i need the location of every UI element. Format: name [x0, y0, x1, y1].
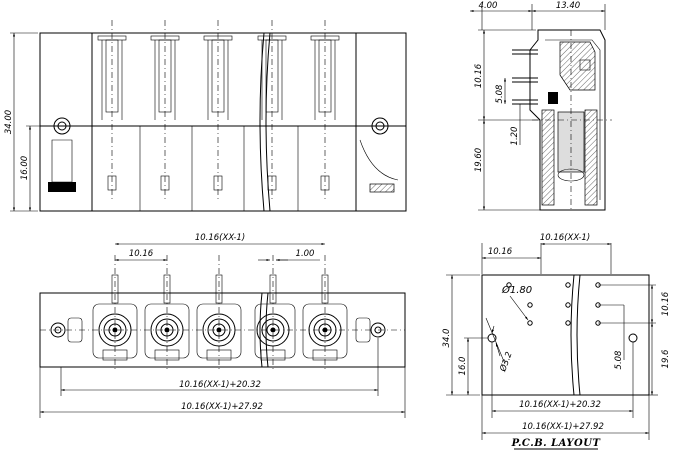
- top-pole-1: [92, 255, 138, 370]
- pcb-hole-dia-label: Ø1.80: [501, 284, 532, 296]
- top-pole-2: [144, 255, 190, 370]
- pcb-right-height-label: 19.6: [661, 349, 671, 369]
- pcb-pitch-total-label: 10.16(XX-1): [540, 233, 590, 243]
- pcb-layout-title: P.C.B. LAYOUT: [511, 438, 602, 449]
- side-pin-offset-label: 1.20: [510, 127, 520, 146]
- side-pin-spacing-label: 5.08: [495, 84, 505, 104]
- pcb-layout: [446, 242, 658, 450]
- pcb-right-offset-label: 5.08: [614, 350, 624, 370]
- top-pole-5: [302, 255, 348, 370]
- top-pole-4: [254, 255, 296, 370]
- top-pole-3: [196, 255, 242, 370]
- pcb-right-row-pitch-label: 10.16: [661, 291, 671, 316]
- top-pitch-label: 10.16: [129, 249, 154, 259]
- pcb-length-inner-label: 10.16(XX-1)+20.32: [519, 400, 601, 410]
- side-width-right-label: 13.40: [556, 1, 580, 11]
- side-width-left-label: 4.00: [479, 1, 498, 11]
- side-body-height-label: 19.60: [474, 148, 484, 172]
- pcb-length-outer-label: 10.16(XX-1)+27.92: [522, 422, 604, 432]
- top-pin-width-label: 1.00: [296, 249, 315, 259]
- side-pin-top-label: 10.16: [474, 63, 484, 88]
- front-height-total-label: 34.00: [4, 110, 14, 134]
- front-poles: [97, 20, 340, 200]
- front-view: [10, 20, 407, 212]
- pcb-pitch-label: 10.16: [488, 247, 513, 257]
- top-length-inner-label: 10.16(XX-1)+20.32: [179, 380, 261, 390]
- top-pitch-total-label: 10.16(XX-1): [195, 233, 245, 243]
- top-view: [39, 242, 406, 418]
- front-height-mount-label: 16.00: [20, 156, 30, 180]
- side-view: [470, 4, 612, 211]
- pcb-height-total-label: 34.0: [442, 329, 452, 348]
- pcb-height-mount-label: 16.0: [458, 357, 468, 376]
- pcb-mount-hole-dia-label: Ø3.2: [497, 350, 515, 374]
- top-length-outer-label: 10.16(XX-1)+27.92: [181, 402, 263, 412]
